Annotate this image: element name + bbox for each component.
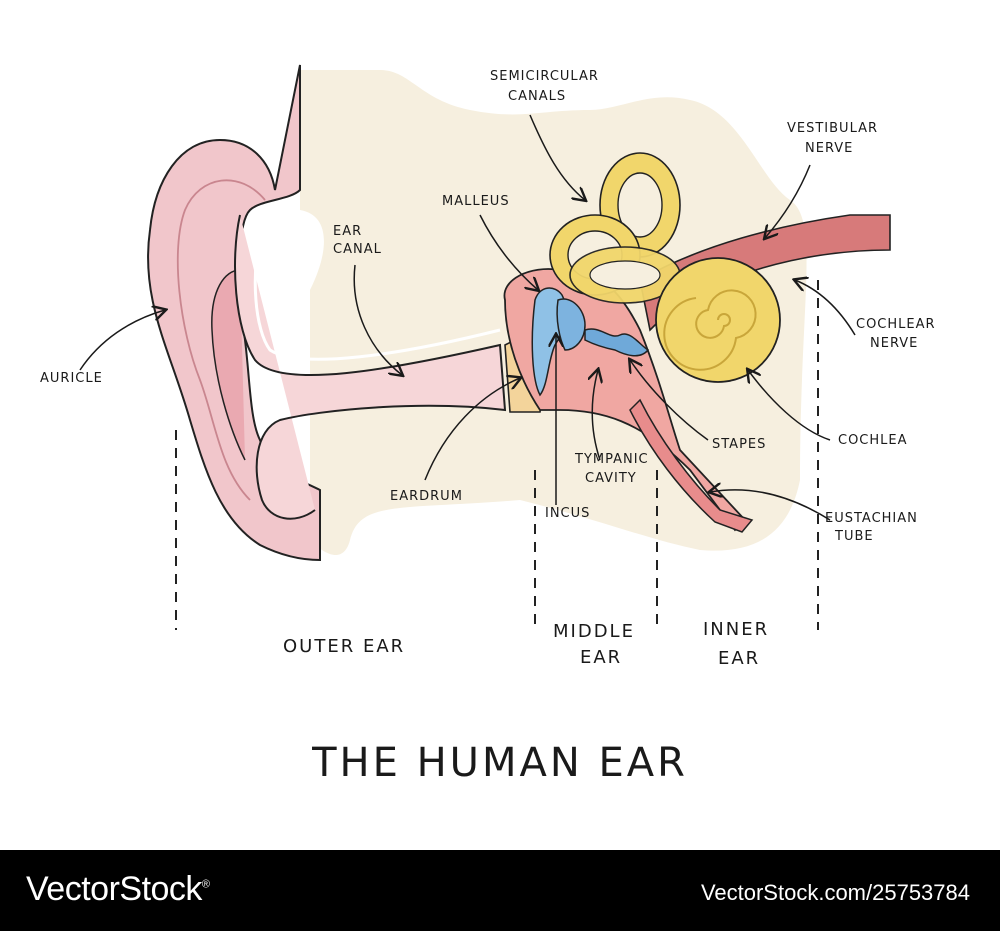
arrow-ear-canal: [353, 264, 402, 375]
arrow-stapes: [630, 360, 709, 441]
label-tympanic-2: CAVITY: [585, 471, 637, 486]
label-incus: INCUS: [545, 506, 590, 521]
auricle-inner-fold: [176, 179, 266, 501]
arrow-malleus: [479, 214, 538, 290]
auricle-inner-fold-2: [211, 269, 246, 461]
registered-mark: ®: [201, 878, 210, 891]
arrow-cochlear-nerve: [795, 280, 856, 336]
label-cochlear-nerve-1: COCHLEAR: [856, 317, 936, 332]
arrow-eardrum: [424, 378, 520, 481]
arrow-semicircular: [529, 114, 585, 200]
watermark-footer: VectorStock® VectorStock.com/25753784: [0, 850, 1000, 931]
label-eardrum: EARDRUM: [390, 489, 463, 504]
label-cochlear-nerve-2: NERVE: [870, 336, 918, 351]
stapes-shape: [584, 328, 650, 357]
label-auricle: AURICLE: [40, 371, 103, 386]
ear-diagram: AURICLE EAR CANAL EARDRUM MALLEUS SEMICI…: [40, 64, 936, 786]
arrow-cochlea: [748, 370, 831, 441]
section-inner-ear-2: EAR: [718, 648, 760, 669]
label-semicircular-2: CANALS: [508, 89, 566, 104]
label-cochlea: COCHLEA: [838, 433, 908, 448]
section-outer-ear: OUTER EAR: [283, 636, 405, 657]
arrow-eustachian: [710, 490, 831, 521]
label-stapes: STAPES: [712, 437, 766, 452]
ear-canal-inner: [253, 229, 501, 361]
arrow-auricle: [79, 310, 165, 371]
label-vestibular-1: VESTIBULAR: [787, 121, 878, 136]
diagram-title: THE HUMAN EAR: [311, 740, 688, 786]
label-ear-canal-1: EAR: [333, 224, 362, 239]
section-middle-ear-1: MIDDLE: [553, 621, 635, 642]
label-eustachian-1: EUSTACHIAN: [825, 511, 918, 526]
incus-shape: [556, 298, 586, 351]
label-eustachian-2: TUBE: [834, 529, 874, 544]
eustachian-tube-shape: [629, 398, 754, 533]
cochlea-spiral: [663, 289, 757, 371]
image-url: VectorStock.com/25753784: [700, 880, 970, 905]
section-middle-ear-2: EAR: [580, 647, 622, 668]
brand-logo: VectorStock®: [26, 870, 210, 909]
arrow-tympanic: [592, 370, 600, 461]
label-vestibular-2: NERVE: [805, 141, 853, 156]
label-tympanic-1: TYMPANIC: [574, 452, 649, 467]
label-semicircular-1: SEMICIRCULAR: [490, 69, 599, 84]
label-malleus: MALLEUS: [442, 194, 510, 209]
label-ear-canal-2: CANAL: [333, 242, 382, 257]
ear-canal-shape: [234, 214, 507, 520]
section-inner-ear-1: INNER: [703, 619, 769, 640]
brand-name: VectorStock: [26, 870, 202, 908]
arrow-vestibular: [765, 164, 811, 238]
